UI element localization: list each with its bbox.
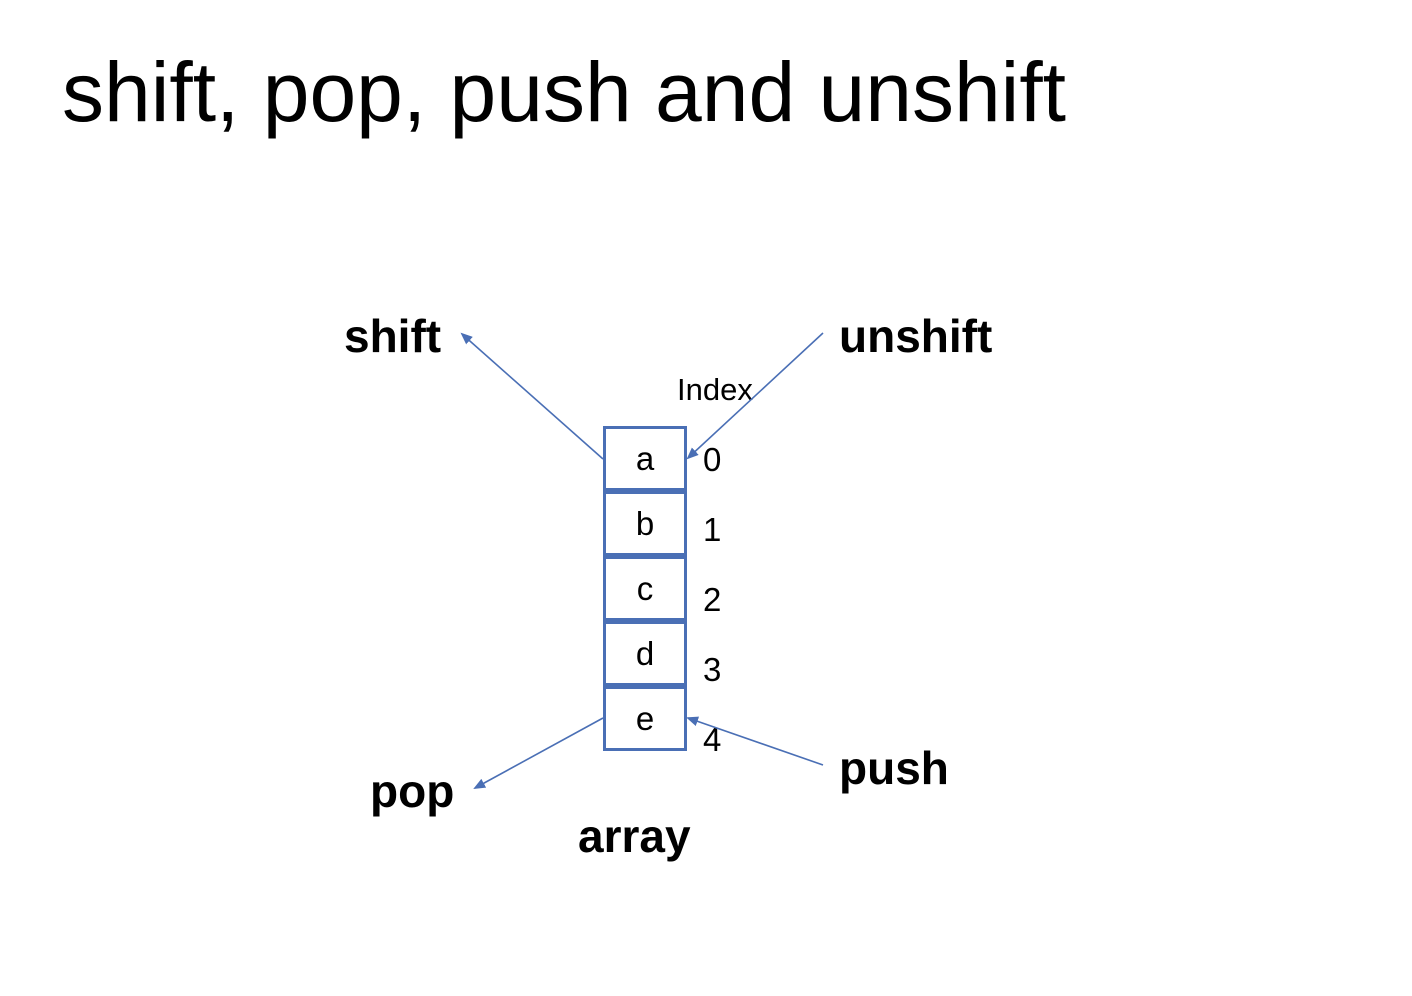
- push-label: push: [839, 742, 949, 794]
- array-cell-2: c: [603, 556, 687, 621]
- unshift-label: unshift: [839, 310, 993, 362]
- array-label: array: [578, 810, 691, 862]
- pop-arrow: [473, 717, 604, 789]
- array-cell-1: b: [603, 491, 687, 556]
- array-box: a b c d e: [603, 426, 687, 751]
- index-number-0: 0: [703, 441, 722, 478]
- array-cell-4: e: [603, 686, 687, 751]
- index-header: Index: [677, 372, 753, 407]
- index-number-4: 4: [703, 721, 722, 758]
- slide-title: shift, pop, push and unshift: [62, 45, 1067, 139]
- index-number-1: 1: [703, 511, 722, 548]
- index-number-2: 2: [703, 581, 722, 618]
- array-cell-3: d: [603, 621, 687, 686]
- array-cell-0: a: [603, 426, 687, 491]
- shift-label: shift: [344, 310, 442, 362]
- shift-arrow: [460, 332, 604, 460]
- index-number-3: 3: [703, 651, 722, 688]
- pop-label: pop: [370, 765, 455, 817]
